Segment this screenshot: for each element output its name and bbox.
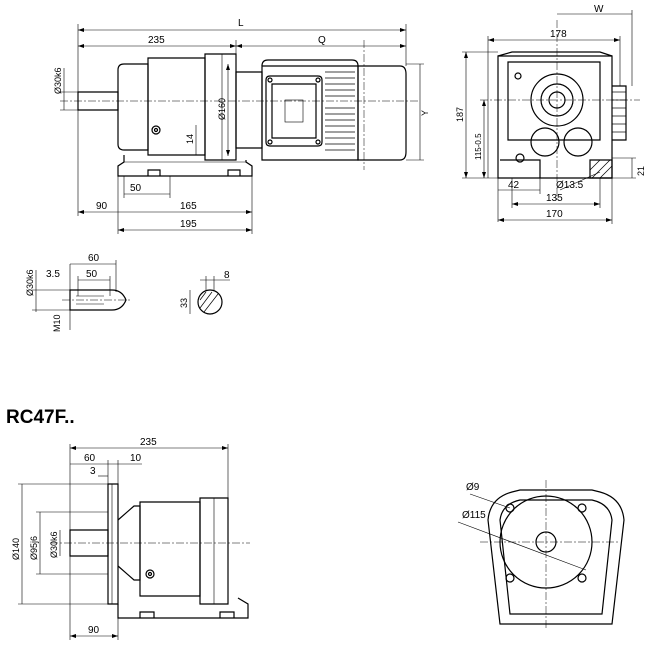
dim-14: 14 — [185, 134, 195, 144]
dim-spigot-95: Ø95j6 — [29, 536, 39, 560]
dim-165: 165 — [180, 201, 197, 212]
dim-135: 135 — [546, 193, 563, 204]
side-view-gearmotor: L Q 235 Ø30k6 Ø160 14 Y 50 90 165 195 — [53, 18, 430, 234]
dim-170: 170 — [546, 209, 563, 220]
flange-face-view: Ø9 Ø115 — [457, 480, 625, 630]
dim-3: 3 — [90, 466, 96, 477]
dim-pcd-115: Ø115 — [462, 510, 486, 521]
dim-195: 195 — [180, 219, 197, 230]
dim-Y: Y — [420, 110, 430, 116]
dim-178: 178 — [550, 29, 567, 40]
dim-key-width: 8 — [224, 270, 230, 281]
dim-W: W — [594, 4, 604, 15]
dim-50: 50 — [130, 183, 142, 194]
dim-187: 187 — [455, 107, 465, 122]
dim-L: L — [238, 18, 244, 29]
dim-21: 21 — [636, 166, 646, 176]
dim-235-flange: 235 — [140, 437, 157, 448]
dim-235: 235 — [148, 35, 165, 46]
dim-3-5: 3.5 — [46, 269, 60, 280]
dim-shaft-diameter: Ø30k6 — [53, 67, 63, 94]
dim-60: 60 — [88, 253, 100, 264]
dim-shaft-dia-detail: Ø30k6 — [25, 269, 35, 296]
dim-115: 115-0.5 — [474, 133, 483, 160]
dim-10: 10 — [130, 453, 142, 464]
dim-M10: M10 — [52, 314, 62, 332]
dim-Q: Q — [318, 35, 326, 46]
dim-flange-diameter: Ø160 — [217, 98, 227, 120]
section-title: RC47F.. — [6, 407, 75, 428]
dim-hole-9: Ø9 — [466, 482, 480, 493]
dim-flange-140: Ø140 — [11, 538, 21, 560]
dim-90-flange: 90 — [88, 625, 100, 636]
shaft-detail: 60 3.5 50 Ø30k6 M10 8 33 — [25, 253, 230, 332]
flange-side-view: 235 60 10 3 Ø140 Ø95j6 Ø30k6 90 — [11, 437, 250, 640]
dim-33: 33 — [179, 298, 189, 308]
dim-60-flange: 60 — [84, 453, 96, 464]
motor-cooling-fins — [325, 71, 355, 151]
dim-hole-13-5: Ø13.5 — [556, 180, 584, 191]
dim-90: 90 — [96, 201, 108, 212]
end-view-gearmotor: W 178 187 115-0.5 21 42 Ø13.5 135 170 — [455, 4, 646, 224]
dim-shaft-30: Ø30k6 — [49, 531, 59, 558]
dim-42: 42 — [508, 180, 520, 191]
dim-50-key: 50 — [86, 269, 98, 280]
